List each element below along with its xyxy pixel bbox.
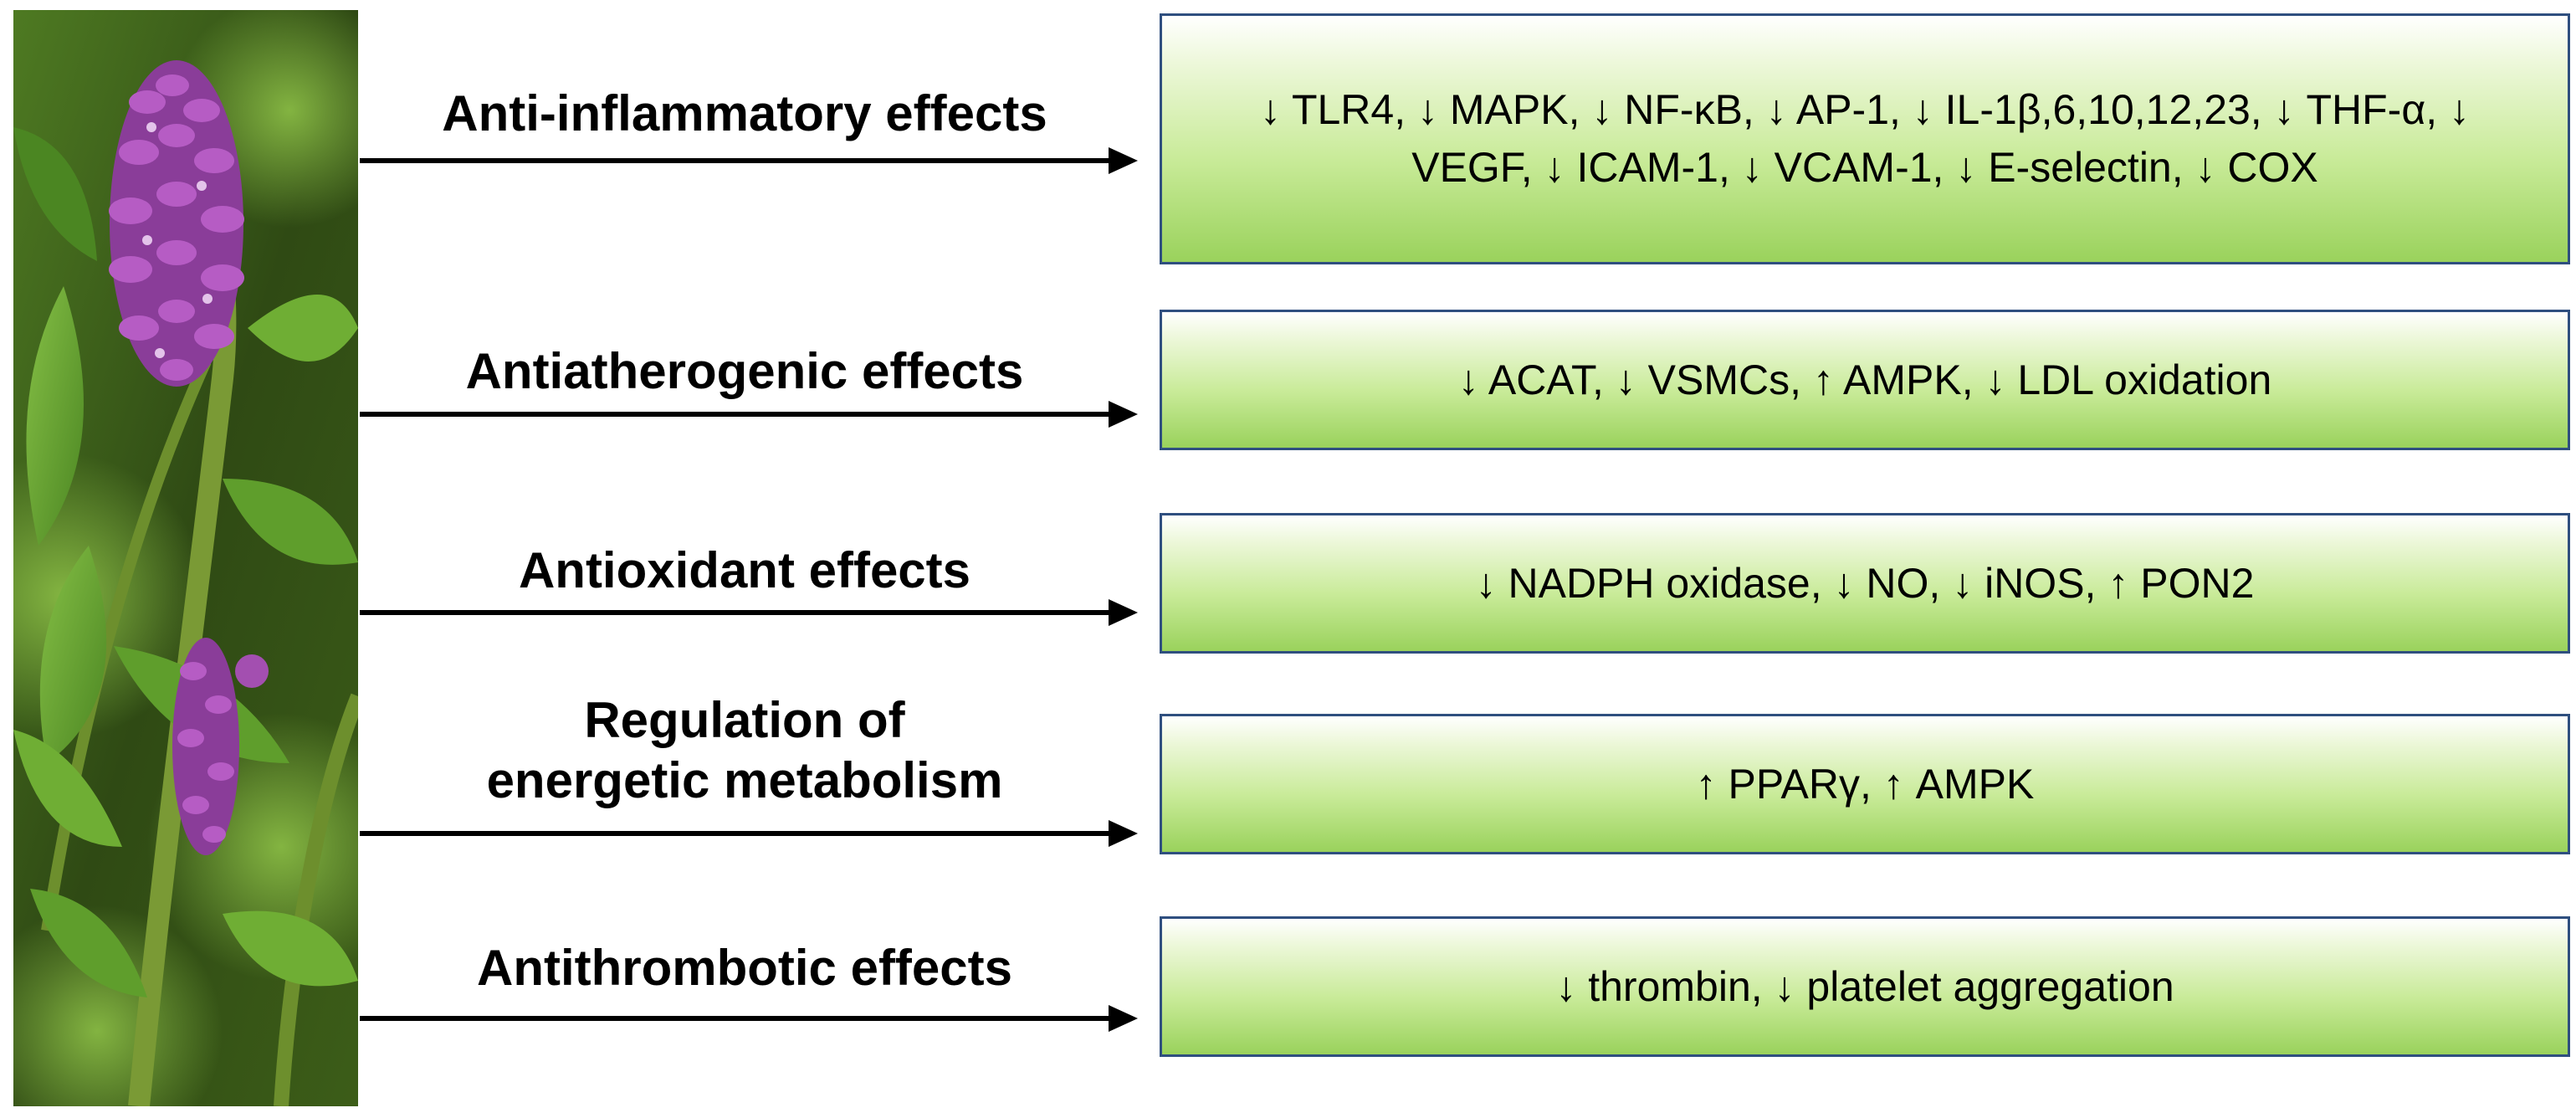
effect-label-antithrombotic: Antithrombotic effects (476, 940, 1013, 996)
arrow-right-icon (360, 144, 1138, 177)
flower-spike-top (109, 60, 244, 387)
effect-box-antithrombotic: ↓ thrombin, ↓ platelet aggregation (1160, 916, 2570, 1057)
effect-box-anti-inflammatory: ↓ TLR4, ↓ MAPK, ↓ NF-κB, ↓ AP-1, ↓ IL-1β… (1160, 13, 2570, 264)
effect-label-antiatherogenic: Antiatherogenic effects (465, 343, 1024, 399)
arrow-right-icon (360, 397, 1138, 431)
effect-box-antioxidant: ↓ NADPH oxidase, ↓ NO, ↓ iNOS, ↑ PON2 (1160, 513, 2570, 654)
effect-label-antioxidant: Antioxidant effects (518, 542, 971, 598)
effect-box-text: ↓ NADPH oxidase, ↓ NO, ↓ iNOS, ↑ PON2 (1475, 559, 2255, 607)
effect-label-energetic-metabolism: Regulation of energetic metabolism (486, 692, 1003, 808)
effect-box-energetic-metabolism: ↑ PPARγ, ↑ AMPK (1160, 714, 2570, 854)
effect-box-text: ↑ PPARγ, ↑ AMPK (1695, 760, 2035, 808)
effect-box-text: ↓ ACAT, ↓ VSMCs, ↑ AMPK, ↓ LDL oxidation (1457, 356, 2272, 403)
effect-label-anti-inflammatory: Anti-inflammatory effects (442, 85, 1047, 141)
arrow-right-icon (360, 817, 1138, 850)
effect-box-text: ↓ thrombin, ↓ platelet aggregation (1555, 962, 2174, 1010)
plant-illustration (13, 10, 358, 1106)
arrow-right-icon (360, 596, 1138, 629)
flower-spike-lower (172, 638, 269, 855)
licorice-plant-photo (13, 10, 358, 1106)
arrow-right-icon (360, 1002, 1138, 1035)
effect-box-antiatherogenic: ↓ ACAT, ↓ VSMCs, ↑ AMPK, ↓ LDL oxidation (1160, 310, 2570, 450)
effect-box-text: ↓ TLR4, ↓ MAPK, ↓ NF-κB, ↓ AP-1, ↓ IL-1β… (1259, 86, 2471, 191)
